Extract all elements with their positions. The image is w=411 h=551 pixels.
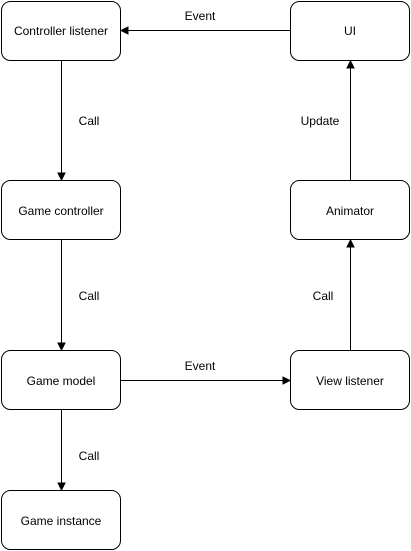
node-game-controller: Game controller bbox=[1, 180, 121, 240]
edge-label-call-game-model: Call bbox=[79, 449, 100, 463]
node-label: Game controller bbox=[18, 204, 103, 218]
node-game-model: Game model bbox=[1, 350, 121, 410]
edge-game-controller-to-game-model bbox=[57, 240, 66, 352]
edge-ui-to-controller-listener bbox=[119, 26, 290, 35]
node-ui: UI bbox=[290, 1, 410, 61]
edge-label-call-controller-listener: Call bbox=[79, 114, 100, 128]
arrowhead-icon bbox=[119, 26, 129, 35]
arrowhead-icon bbox=[282, 376, 292, 385]
edge-label-update: Update bbox=[301, 114, 340, 128]
edge-label-call-game-controller: Call bbox=[79, 289, 100, 303]
edge-view-listener-to-animator bbox=[346, 238, 355, 350]
node-animator: Animator bbox=[290, 180, 410, 240]
node-label: View listener bbox=[316, 374, 384, 388]
arrowhead-icon bbox=[57, 342, 66, 352]
node-label: Game instance bbox=[21, 514, 102, 528]
arrowhead-icon bbox=[346, 59, 355, 69]
node-controller-listener: Controller listener bbox=[1, 1, 121, 61]
edge-animator-to-ui bbox=[346, 59, 355, 180]
edge-game-model-to-game-instance bbox=[57, 410, 66, 492]
arrowhead-icon bbox=[57, 482, 66, 492]
arrowhead-icon bbox=[57, 172, 66, 182]
node-view-listener: View listener bbox=[290, 350, 410, 410]
node-label: Controller listener bbox=[14, 24, 108, 38]
edge-game-model-to-view-listener bbox=[121, 376, 292, 385]
edge-label-event-ui-controller: Event bbox=[185, 9, 216, 23]
node-game-instance: Game instance bbox=[1, 490, 121, 550]
node-label: UI bbox=[344, 24, 356, 38]
arrowhead-icon bbox=[346, 238, 355, 248]
node-label: Animator bbox=[326, 204, 374, 218]
node-label: Game model bbox=[27, 374, 96, 388]
edge-controller-listener-to-game-controller bbox=[57, 61, 66, 182]
edge-label-call-view-listener: Call bbox=[313, 289, 334, 303]
edge-label-event-game-model: Event bbox=[185, 359, 216, 373]
